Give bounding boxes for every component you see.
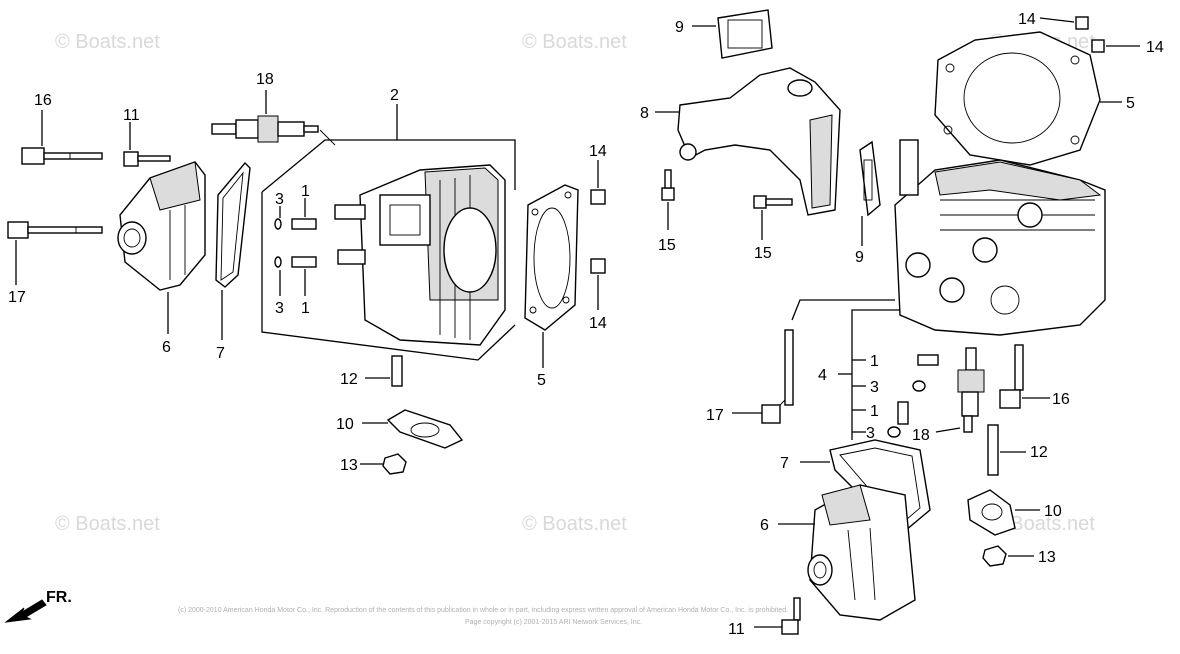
callout-14-a: 14 (1018, 11, 1036, 28)
callout-13: 13 (1038, 549, 1056, 566)
callout-18: 18 (256, 71, 274, 88)
callout-12: 12 (1030, 444, 1048, 461)
callout-5: 5 (537, 372, 546, 389)
callout-15-b: 15 (754, 245, 772, 262)
callout-3-b: 3 (866, 425, 875, 442)
dowel-14-right-b[interactable] (1091, 39, 1105, 53)
callout-9-b: 9 (855, 249, 864, 266)
callout-10: 10 (1044, 503, 1062, 520)
watermark: © Boats.net (990, 513, 1095, 535)
callout-14-a: 14 (589, 143, 607, 160)
head-cover-6-right[interactable] (807, 484, 916, 621)
washer-3-left-b[interactable] (274, 256, 282, 268)
dowel-14-left-a[interactable] (590, 189, 606, 205)
washer-3-left-a[interactable] (274, 218, 282, 230)
gasket-7-left[interactable] (215, 161, 251, 288)
spark-plug-18-left[interactable] (211, 115, 319, 143)
watermark: © Boats.net (522, 513, 627, 535)
callout-6: 6 (162, 339, 171, 356)
watermark: © Boats.net (55, 513, 160, 535)
callout-11: 11 (123, 107, 140, 124)
callout-5: 5 (1126, 95, 1135, 112)
bolt-16-left[interactable] (21, 147, 103, 165)
watermark: © Boats.net (55, 31, 160, 53)
callout-1-a: 1 (870, 353, 879, 370)
stud-1-left-a[interactable] (291, 218, 317, 230)
callout-2: 2 (390, 87, 399, 104)
dowel-14-left-b[interactable] (590, 258, 606, 274)
manifold-8[interactable] (677, 67, 841, 216)
callout-14-b: 14 (1146, 39, 1164, 56)
washer-3-right-b[interactable] (887, 426, 901, 438)
callout-8: 8 (640, 105, 649, 122)
gasket-9-right-top[interactable] (717, 9, 773, 59)
bolt-17-left[interactable] (7, 221, 103, 239)
bolt-15-right-a[interactable] (661, 169, 675, 201)
callout-17: 17 (706, 407, 724, 424)
callout-6: 6 (760, 517, 769, 534)
watermark: © Boats.net (522, 31, 627, 53)
callout-15-a: 15 (658, 237, 676, 254)
bolt-11-right[interactable] (781, 597, 801, 635)
washer-3-right-a[interactable] (912, 380, 926, 392)
bolt-16-right[interactable] (999, 344, 1024, 409)
nut-13-right[interactable] (982, 545, 1007, 567)
callout-1-a: 1 (301, 183, 310, 200)
insulator-gasket-10-left[interactable] (386, 409, 464, 449)
callout-7: 7 (780, 455, 789, 472)
cylinder-head-2-left[interactable] (334, 164, 506, 346)
copyright-line-2: Page copyright (c) 2001-2015 ARI Network… (465, 619, 642, 626)
callout-12: 12 (340, 371, 358, 388)
copyright-line-1: (c) 2000-2010 American Honda Motor Co., … (178, 607, 788, 614)
head-gasket-5-left[interactable] (524, 184, 579, 331)
callout-16: 16 (34, 92, 52, 109)
front-label: FR. (46, 589, 72, 606)
dowel-14-right-a[interactable] (1075, 16, 1089, 30)
callout-10: 10 (336, 416, 354, 433)
stud-1-right-a[interactable] (917, 354, 939, 366)
bolt-15-right-b[interactable] (753, 195, 793, 209)
stud-12-left[interactable] (391, 355, 403, 387)
stud-1-left-b[interactable] (291, 256, 317, 268)
callouts-right: 9 14 14 5 8 15 15 9 4 1 3 1 3 18 17 16 1… (640, 11, 1164, 638)
callout-11: 11 (728, 621, 745, 638)
callout-17: 17 (8, 289, 26, 306)
callout-14-b: 14 (589, 315, 607, 332)
head-gasket-5-right[interactable] (934, 31, 1101, 166)
callout-9-a: 9 (675, 19, 684, 36)
callout-4: 4 (818, 367, 827, 384)
callout-1-b: 1 (870, 403, 879, 420)
bolt-17-right[interactable] (761, 329, 794, 424)
callout-3-a: 3 (275, 191, 284, 208)
callout-3-a: 3 (870, 379, 879, 396)
stud-12-right[interactable] (987, 424, 999, 476)
cylinder-head-4-right[interactable] (894, 139, 1106, 336)
callout-3-b: 3 (275, 300, 284, 317)
callout-13: 13 (340, 457, 358, 474)
callout-7: 7 (216, 345, 225, 362)
nut-13-left[interactable] (382, 453, 407, 475)
callout-16: 16 (1052, 391, 1070, 408)
stud-1-right-b[interactable] (897, 401, 909, 425)
front-arrow-icon (4, 599, 47, 623)
spark-plug-18-right[interactable] (957, 347, 985, 433)
insulator-gasket-10-right[interactable] (967, 489, 1016, 536)
callout-18: 18 (912, 427, 930, 444)
head-cover-6-left[interactable] (117, 161, 206, 291)
callout-1-b: 1 (301, 300, 310, 317)
bolt-11-left[interactable] (123, 151, 171, 167)
callouts-left: 16 11 17 6 7 18 2 3 1 3 1 14 14 5 12 10 … (8, 71, 607, 474)
gasket-9-right-mid[interactable] (859, 140, 881, 217)
